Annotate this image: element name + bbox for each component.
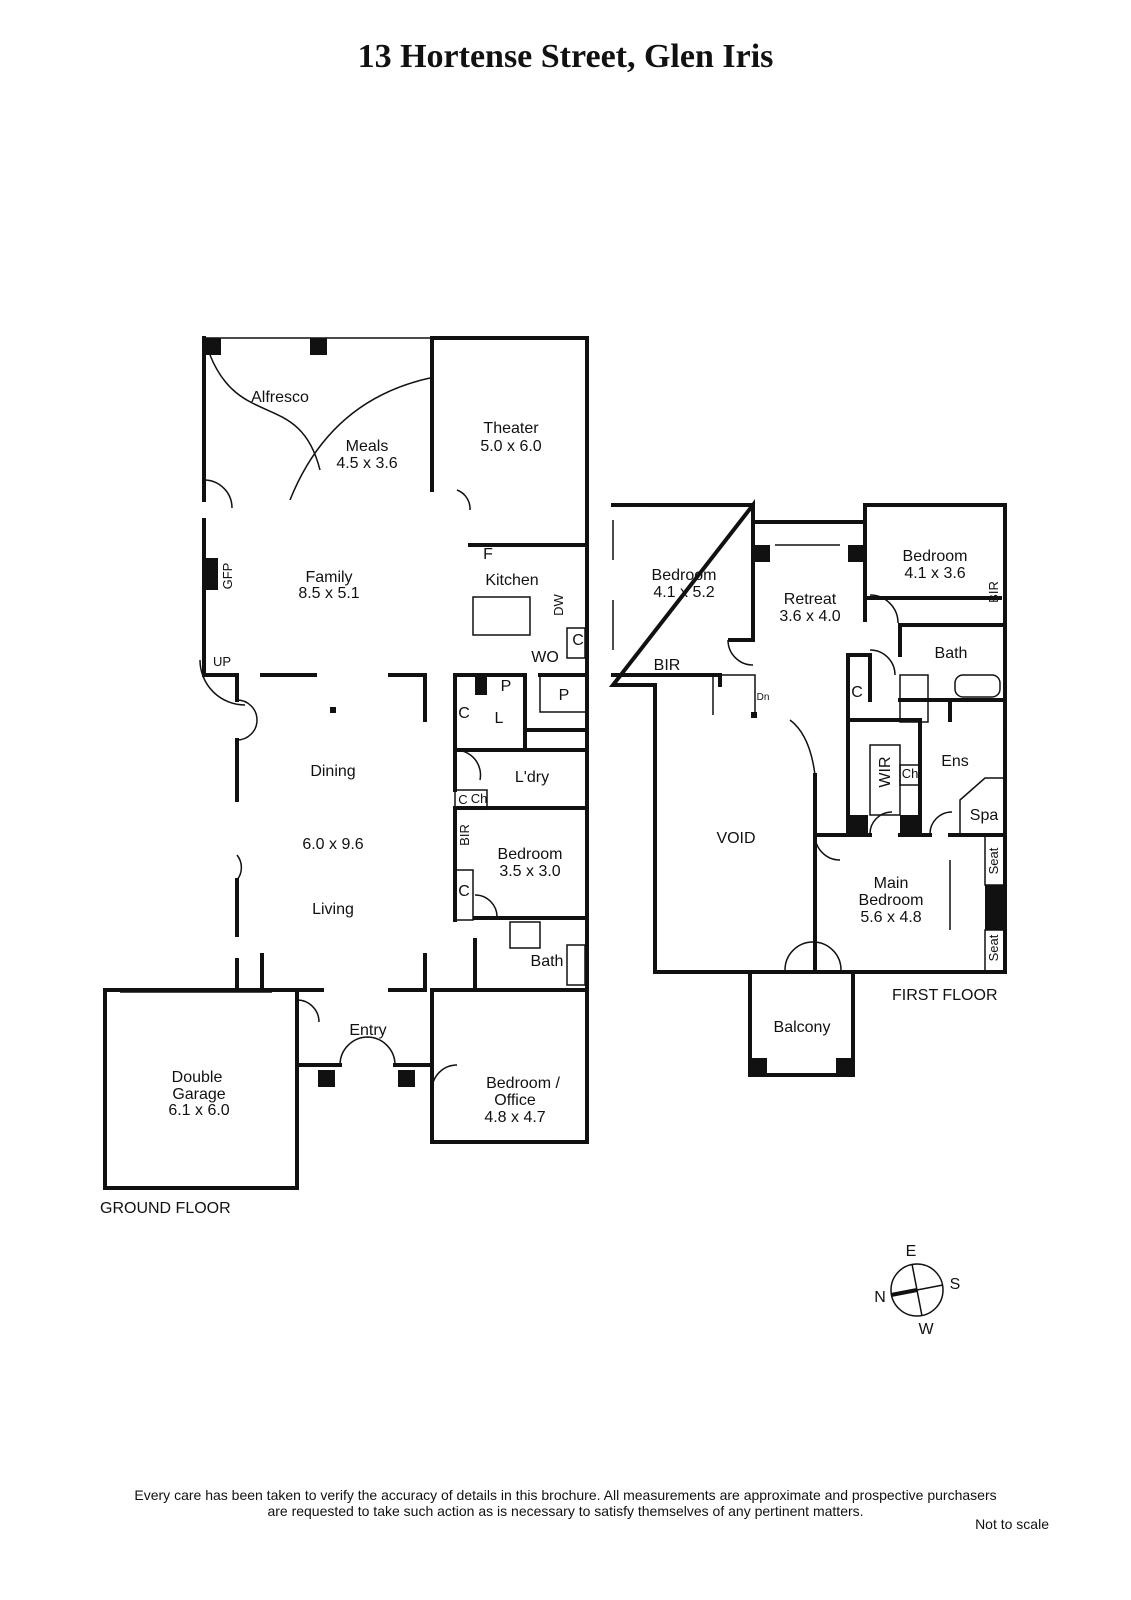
room-label: WIR (877, 756, 894, 787)
room-label: Main (874, 875, 909, 892)
not-to-scale-note: Not to scale (975, 1516, 1049, 1532)
room-label: P (559, 687, 570, 704)
room-label: E (906, 1243, 917, 1260)
room-label: GFP (220, 563, 235, 590)
disclaimer: Every care has been taken to verify the … (0, 1487, 1131, 1519)
room-label: Bath (935, 645, 968, 662)
room-label: Bedroom (652, 567, 717, 584)
room-label: WO (531, 649, 559, 666)
room-label: BIR (986, 581, 1001, 603)
ground-floor-plan: Alfresco Meals 4.5 x 3.6 Theater 5.0 x 6… (100, 336, 589, 1217)
disclaimer-line-2: are requested to take such action as is … (267, 1503, 864, 1519)
room-label: Garage (172, 1086, 225, 1103)
room-label: Bedroom (903, 548, 968, 565)
ground-floor-label: GROUND FLOOR (100, 1200, 231, 1217)
room-label: Ens (941, 753, 969, 770)
room-label: Meals (346, 438, 389, 455)
room-label: Office (494, 1092, 536, 1109)
room-label: 3.5 x 3.0 (499, 863, 560, 880)
room-label: Seat (986, 934, 1001, 961)
room-label: BIR (654, 657, 681, 674)
room-label: 4.5 x 3.6 (336, 455, 397, 472)
room-label: 6.1 x 6.0 (168, 1102, 229, 1119)
first-floor-label: FIRST FLOOR (892, 987, 998, 1004)
room-label: Ch (902, 766, 919, 781)
room-label: Dn (757, 692, 770, 703)
room-label: Living (312, 901, 354, 918)
room-label: 5.0 x 6.0 (480, 438, 541, 455)
room-label: Bedroom (859, 892, 924, 909)
room-label: Bedroom (498, 846, 563, 863)
room-label: C (458, 883, 470, 900)
room-label: DW (551, 593, 566, 615)
room-label: Seat (986, 847, 1001, 874)
room-label: Double (172, 1069, 223, 1086)
room-label: Balcony (774, 1019, 831, 1036)
room-label: Retreat (784, 591, 837, 608)
room-label: C (851, 684, 863, 701)
room-label: 4.1 x 3.6 (904, 565, 965, 582)
room-label: N (874, 1289, 886, 1306)
room-label: Spa (970, 807, 999, 824)
room-label: Bath (531, 953, 564, 970)
room-label: Bedroom / (486, 1075, 560, 1092)
room-label: W (918, 1321, 934, 1338)
room-label: C (458, 705, 470, 722)
room-label: Kitchen (485, 572, 538, 589)
room-label: 5.6 x 4.8 (860, 909, 921, 926)
room-label: L'dry (515, 769, 549, 786)
room-label: Entry (349, 1022, 386, 1039)
room-label: 6.0 x 9.6 (302, 836, 363, 853)
room-label: UP (213, 654, 231, 669)
room-label: Alfresco (251, 389, 309, 406)
room-label: L (495, 710, 504, 727)
room-label: VOID (716, 830, 755, 847)
room-label: Theater (483, 420, 539, 437)
room-label: 3.6 x 4.0 (779, 608, 840, 625)
page-title: 13 Hortense Street, Glen Iris (357, 38, 774, 75)
compass-icon: E S W N (874, 1243, 960, 1338)
room-label: 4.8 x 4.7 (484, 1109, 545, 1126)
room-label: BIR (457, 824, 472, 846)
room-label: Family (305, 569, 352, 586)
room-label: 8.5 x 5.1 (298, 585, 359, 602)
disclaimer-line-1: Every care has been taken to verify the … (134, 1487, 997, 1503)
room-label: 4.1 x 5.2 (653, 584, 714, 601)
first-floor-plan: Bedroom 4.1 x 5.2 BIR Dn Retreat 3.6 x 4… (608, 499, 1007, 1077)
room-label: P (501, 678, 512, 695)
room-label: S (950, 1276, 961, 1293)
room-label: Ch (471, 791, 488, 806)
room-label: C (572, 632, 584, 649)
room-label: Dining (310, 763, 355, 780)
room-label: C (458, 792, 467, 807)
room-label: F (483, 546, 493, 563)
